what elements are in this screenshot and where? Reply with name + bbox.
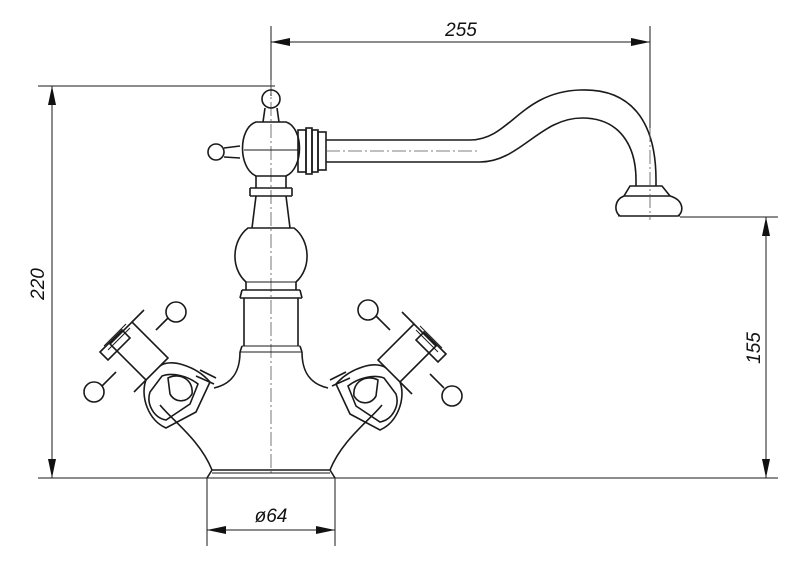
- left-cross-handle: [83, 301, 217, 429]
- dimension-total-height: 220: [28, 85, 275, 478]
- base-diameter-label: ø64: [255, 506, 288, 527]
- right-cross-handle: [329, 299, 463, 431]
- dimension-base-diameter: ø64: [206, 478, 336, 546]
- spout-height-label: 155: [744, 332, 765, 364]
- column-head: [241, 121, 301, 177]
- spout-collar: [297, 127, 327, 175]
- base-plate: [206, 469, 336, 479]
- side-lever: [207, 143, 241, 161]
- dimension-spout-height: 155: [680, 216, 778, 478]
- dimension-spout-reach: 255: [270, 20, 651, 128]
- spout-aerator: [615, 128, 683, 220]
- total-height-label: 220: [28, 268, 49, 301]
- faucet-body: [159, 89, 683, 479]
- spout: [326, 89, 657, 186]
- top-knob: [261, 89, 281, 123]
- spout-reach-label: 255: [444, 20, 477, 41]
